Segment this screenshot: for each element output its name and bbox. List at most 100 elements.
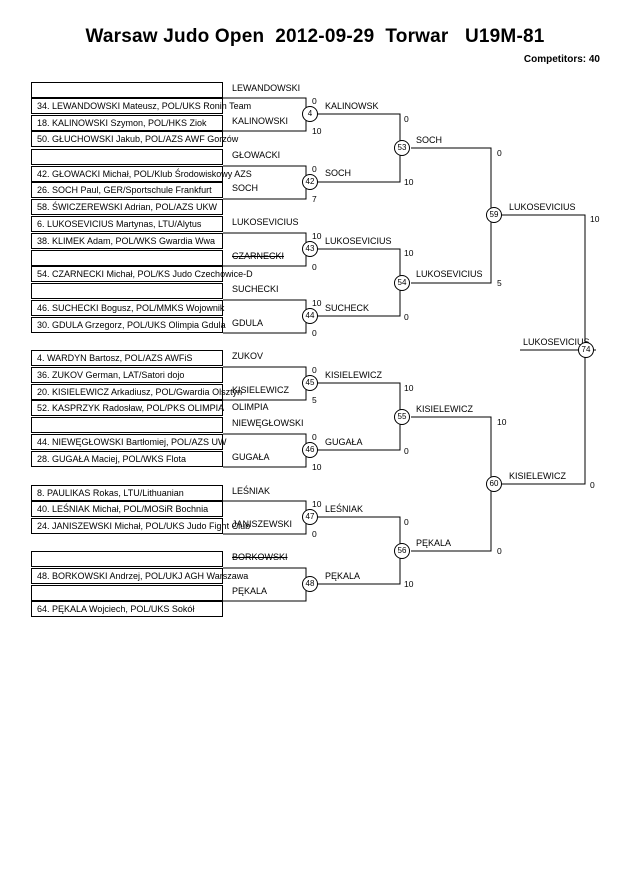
entry-slot bbox=[31, 585, 223, 601]
r1-winner-label: KISIELEWICZ bbox=[232, 385, 290, 395]
entry-slot bbox=[31, 149, 223, 165]
r1-winner-label: SOCH bbox=[232, 183, 259, 193]
score: 0 bbox=[312, 365, 317, 375]
score: 10 bbox=[312, 231, 322, 241]
entry-slot: 6. LUKOSEVICIUS Martynas, LTU/Alytus bbox=[31, 216, 223, 232]
match-node: 4 bbox=[302, 106, 318, 122]
entry-slot: 50. GŁUCHOWSKI Jakub, POL/AZS AWF Gorzów bbox=[31, 131, 238, 147]
match-node: 48 bbox=[302, 576, 318, 592]
entry-slot: 44. NIEWĘGŁOWSKI Bartłomiej, POL/AZS UW bbox=[31, 434, 227, 450]
score: 0 bbox=[312, 262, 317, 272]
score: 0 bbox=[404, 517, 409, 527]
entry-slot bbox=[31, 417, 223, 433]
entry-slot bbox=[31, 283, 223, 299]
r3-winner-label: LUKOSEVICIUS bbox=[416, 269, 483, 279]
match-node: 60 bbox=[486, 476, 502, 492]
entry-slot: 20. KISIELEWICZ Arkadiusz, POL/Gwardia O… bbox=[31, 384, 242, 400]
match-node: 74 bbox=[578, 342, 594, 358]
r3-winner-label: SOCH bbox=[416, 135, 443, 145]
score: 0 bbox=[312, 529, 317, 539]
entry-slot: 58. ŚWICZEREWSKI Adrian, POL/AZS UKW bbox=[31, 199, 223, 215]
r4-winner-label: KISIELEWICZ bbox=[509, 471, 567, 481]
match-node: 44 bbox=[302, 308, 318, 324]
entry-slot bbox=[31, 82, 223, 98]
score: 7 bbox=[312, 194, 317, 204]
r2-winner-label: SOCH bbox=[325, 168, 352, 178]
r1-winner-label: KALINOWSKI bbox=[232, 116, 289, 126]
score: 5 bbox=[497, 278, 502, 288]
entry-slot: 28. GUGAŁA Maciej, POL/WKS Flota bbox=[31, 451, 223, 467]
final-winner-label: LUKOSEVICIUS bbox=[523, 337, 590, 347]
score: 0 bbox=[404, 446, 409, 456]
score: 10 bbox=[590, 214, 600, 224]
page-title: Warsaw Judo Open 2012-09-29 Torwar U19M-… bbox=[85, 26, 545, 47]
r2-winner-label: KALINOWSK bbox=[325, 101, 379, 111]
score: 10 bbox=[312, 298, 322, 308]
entry-slot: 42. GŁOWACKI Michał, POL/Klub Środowisko… bbox=[31, 166, 252, 182]
r2-winner-label: GUGAŁA bbox=[325, 437, 363, 447]
score: 10 bbox=[404, 248, 414, 258]
r1-winner-label: LUKOSEVICIUS bbox=[232, 217, 299, 227]
score: 10 bbox=[404, 177, 414, 187]
r1-winner-label: GŁOWACKI bbox=[232, 150, 281, 160]
score: 0 bbox=[312, 96, 317, 106]
match-node: 55 bbox=[394, 409, 410, 425]
entry-slot: 18. KALINOWSKI Szymon, POL/HKS Ziok bbox=[31, 115, 223, 131]
r1-winner-label: OLIMPIA bbox=[232, 402, 269, 412]
score: 10 bbox=[312, 126, 322, 136]
score: 5 bbox=[312, 395, 317, 405]
entry-slot: 46. SUCHECKI Bogusz, POL/MMKS Wojownik bbox=[31, 300, 224, 316]
match-node: 59 bbox=[486, 207, 502, 223]
r2-winner-label: PĘKALA bbox=[325, 571, 361, 581]
competitor-count: Competitors: 40 bbox=[523, 54, 600, 65]
score: 10 bbox=[312, 499, 322, 509]
entry-slot: 26. SOCH Paul, GER/Sportschule Frankfurt bbox=[31, 182, 223, 198]
score: 0 bbox=[404, 114, 409, 124]
r2-winner-label: KISIELEWICZ bbox=[325, 370, 383, 380]
score: 0 bbox=[312, 164, 317, 174]
entry-slot: 4. WARDYN Bartosz, POL/AZS AWFiS bbox=[31, 350, 223, 366]
r1-winner-label: BORKOWSKI bbox=[232, 552, 288, 562]
r2-winner-label: LUKOSEVICIUS bbox=[325, 236, 392, 246]
r3-winner-label: KISIELEWICZ bbox=[416, 404, 474, 414]
match-node: 46 bbox=[302, 442, 318, 458]
r3-winner-label: PĘKALA bbox=[416, 538, 452, 548]
r1-winner-label: LEŚNIAK bbox=[232, 486, 271, 496]
entry-slot: 8. PAULIKAS Rokas, LTU/Lithuanian bbox=[31, 485, 223, 501]
r1-winner-label: CZARNECKI bbox=[232, 251, 285, 261]
score: 0 bbox=[590, 480, 595, 490]
score: 0 bbox=[497, 546, 502, 556]
match-node: 56 bbox=[394, 543, 410, 559]
r1-winner-label: GDULA bbox=[232, 318, 264, 328]
entry-slot: 52. KASPRZYK Radosław, POL/PKS OLIMPIA bbox=[31, 400, 224, 416]
match-node: 43 bbox=[302, 241, 318, 257]
entry-slot: 38. KLIMEK Adam, POL/WKS Gwardia Wwa bbox=[31, 233, 223, 249]
score: 0 bbox=[497, 148, 502, 158]
score: 0 bbox=[312, 328, 317, 338]
entry-slot: 34. LEWANDOWSKI Mateusz, POL/UKS Ronin T… bbox=[31, 98, 251, 114]
r1-winner-label: PĘKALA bbox=[232, 586, 268, 596]
score: 0 bbox=[404, 312, 409, 322]
match-node: 54 bbox=[394, 275, 410, 291]
score: 0 bbox=[312, 432, 317, 442]
match-node: 42 bbox=[302, 174, 318, 190]
score: 10 bbox=[497, 417, 507, 427]
entry-slot: 54. CZARNECKI Michał, POL/KS Judo Czecho… bbox=[31, 266, 253, 282]
entry-slot: 36. ZUKOV German, LAT/Satori dojo bbox=[31, 367, 223, 383]
r1-winner-label: LEWANDOWSKI bbox=[232, 83, 301, 93]
r2-winner-label: LEŚNIAK bbox=[325, 504, 364, 514]
entry-slot: 48. BORKOWSKI Andrzej, POL/UKJ AGH Warsz… bbox=[31, 568, 248, 584]
r1-winner-label: JANISZEWSKI bbox=[232, 519, 293, 529]
score: 10 bbox=[312, 462, 322, 472]
match-node: 53 bbox=[394, 140, 410, 156]
entry-slot bbox=[31, 551, 223, 567]
r2-winner-label: SUCHECK bbox=[325, 303, 370, 313]
entry-slot bbox=[31, 250, 223, 266]
match-node: 47 bbox=[302, 509, 318, 525]
r1-winner-label: SUCHECKI bbox=[232, 284, 279, 294]
entry-slot: 30. GDULA Grzegorz, POL/UKS Olimpia Gdul… bbox=[31, 317, 226, 333]
score: 10 bbox=[404, 579, 414, 589]
entry-slot: 40. LEŚNIAK Michał, POL/MOSiR Bochnia bbox=[31, 501, 223, 517]
entry-slot: 24. JANISZEWSKI Michał, POL/UKS Judo Fig… bbox=[31, 518, 250, 534]
r1-winner-label: GUGAŁA bbox=[232, 452, 270, 462]
